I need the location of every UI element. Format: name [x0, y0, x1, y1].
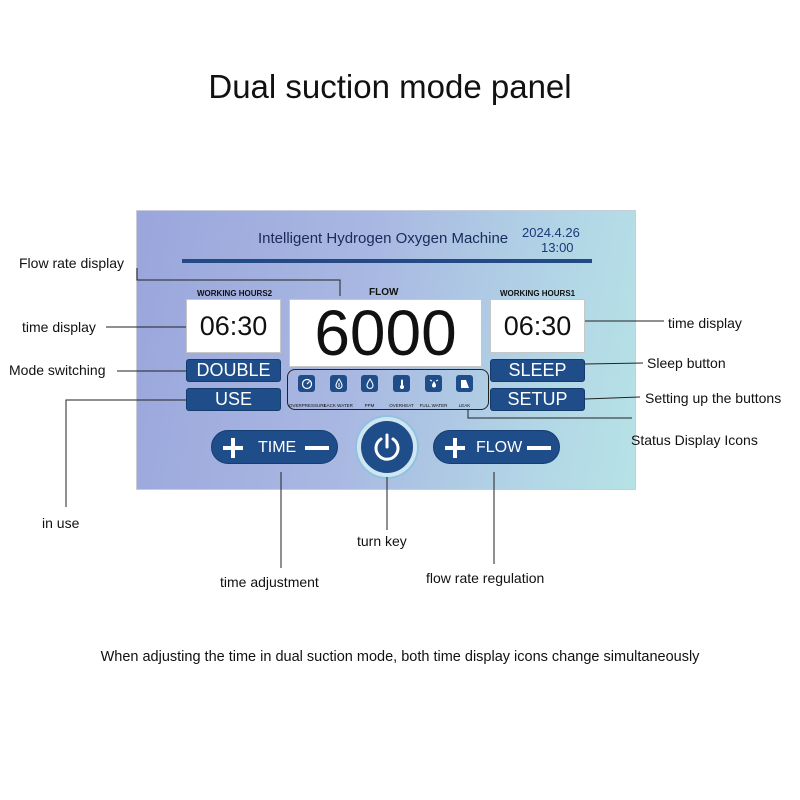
working-hours-1-label: WORKING HOURS1 — [500, 289, 576, 298]
callout-sleep-button: Sleep button — [647, 355, 726, 371]
status-label-ppm: PPM — [364, 403, 375, 408]
callout-turn-key: turn key — [357, 533, 407, 549]
status-icons-box — [287, 369, 489, 410]
panel-date: 2024.4.26 — [522, 225, 580, 240]
callout-flow-rate-regulation: flow rate regulation — [426, 570, 545, 586]
callout-flow-rate-display: Flow rate display — [19, 255, 125, 271]
diagram-title: Dual suction mode panel — [208, 68, 572, 105]
water-drop-icon — [330, 375, 347, 392]
time-display-right: 06:30 — [490, 299, 585, 353]
status-label-full-water: FULL WATER — [419, 403, 448, 408]
flow-minus-button[interactable] — [526, 436, 552, 465]
power-icon — [374, 433, 400, 461]
time-pill-label: TIME — [258, 439, 297, 456]
machine-name: Intelligent Hydrogen Oxygen Machine — [258, 230, 509, 247]
plus-icon — [223, 438, 243, 458]
gauge-icon — [298, 375, 315, 392]
status-label-overpressure: OVERPRESSURE — [289, 403, 327, 408]
callout-mode-switching: Mode switching — [9, 362, 106, 378]
callout-time-display-left: time display — [22, 319, 96, 335]
working-hours-2-label: WORKING HOURS2 — [197, 289, 273, 298]
flow-label: FLOW — [369, 287, 399, 298]
header-divider — [182, 259, 592, 263]
minus-icon — [527, 446, 551, 450]
flow-plus-button[interactable] — [443, 436, 467, 465]
flow-pill-label: FLOW — [476, 439, 523, 456]
callout-status-icons: Status Display Icons — [631, 432, 758, 448]
full-water-icon — [425, 375, 442, 392]
use-button[interactable]: USE — [186, 388, 281, 411]
diagram-caption: When adjusting the time in dual suction … — [100, 649, 700, 665]
plus-icon — [445, 438, 465, 458]
time-display-left: 06:30 — [186, 299, 281, 353]
status-label-overheat: OVERHEAT — [389, 403, 414, 408]
minus-icon — [305, 446, 329, 450]
sleep-button[interactable]: SLEEP — [490, 359, 585, 382]
time-adjust-pill: TIME — [211, 430, 338, 464]
flow-display: 6000 — [289, 297, 482, 369]
callout-time-adjustment: time adjustment — [220, 574, 319, 590]
time-minus-button[interactable] — [304, 436, 330, 465]
time-plus-button[interactable] — [221, 436, 245, 465]
status-label-lack-water: LACK WATER — [324, 403, 353, 408]
callout-time-display-right: time display — [668, 315, 742, 331]
flow-adjust-pill: FLOW — [433, 430, 560, 464]
panel-time: 13:00 — [541, 240, 574, 255]
setup-button[interactable]: SETUP — [490, 388, 585, 411]
drop-outline-icon — [361, 375, 378, 392]
status-label-leak: LEAK — [458, 403, 471, 408]
callout-setting-buttons: Setting up the buttons — [645, 390, 782, 406]
callout-in-use: in use — [42, 515, 80, 531]
power-button[interactable] — [357, 417, 417, 477]
leak-icon — [456, 375, 473, 392]
double-button[interactable]: DOUBLE — [186, 359, 281, 382]
thermometer-icon — [393, 375, 410, 392]
